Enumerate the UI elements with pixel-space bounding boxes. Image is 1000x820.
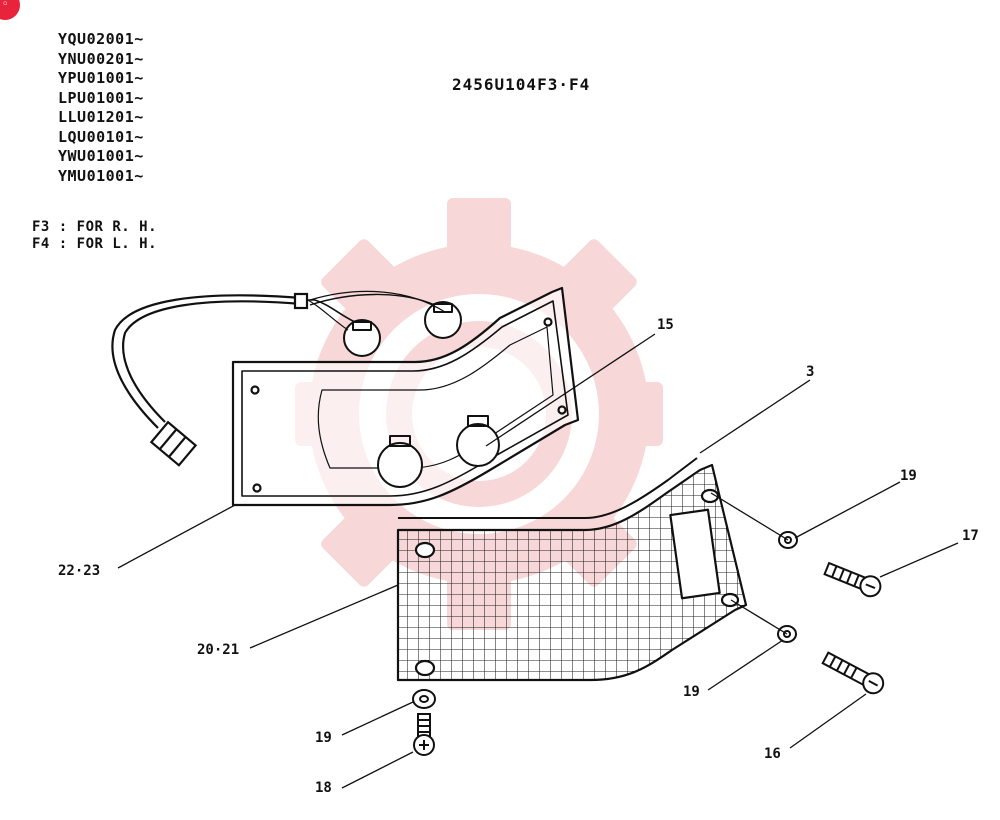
badge-glyph: ◦	[2, 0, 9, 10]
leader-lines	[117, 333, 959, 789]
callout-16: 16	[764, 746, 781, 762]
callout-15: 15	[657, 317, 674, 333]
variant-right-hand: F3 : FOR R. H.	[32, 219, 158, 235]
corner-badge: ◦	[0, 0, 20, 20]
callout-17: 17	[962, 528, 979, 544]
variant-legend: F3 : FOR R. H. F4 : FOR L. H.	[32, 219, 157, 253]
serial-number: YMU01001~	[58, 166, 144, 185]
variant-left-hand: F4 : FOR L. H.	[32, 236, 158, 252]
lamp-housing	[231, 286, 580, 507]
callout-18: 18	[315, 780, 332, 796]
callout-19-lower: 19	[315, 730, 332, 746]
callout-19-upper: 19	[900, 468, 917, 484]
screw-16	[821, 651, 885, 695]
callout-19-middle: 19	[683, 684, 700, 700]
screw-18	[413, 713, 435, 756]
diagram-code: 2456U104F3·F4	[452, 75, 591, 94]
serial-number: LPU01001~	[58, 88, 144, 107]
screw-17	[823, 561, 882, 598]
lamp-lens	[396, 457, 748, 682]
serial-number-list: YQU02001~ YNU00201~ YPU01001~ LPU01001~ …	[58, 30, 144, 186]
serial-number: LQU00101~	[58, 127, 144, 146]
callout-3: 3	[806, 364, 815, 380]
serial-number: YNU00201~	[58, 49, 144, 68]
serial-number: YQU02001~	[58, 30, 144, 48]
callout-22-23: 22·23	[58, 563, 101, 579]
wiring-harness	[111, 292, 309, 467]
serial-number: LLU01201~	[58, 108, 144, 126]
serial-number: YWU01001~	[58, 147, 144, 165]
callout-20-21: 20·21	[197, 642, 240, 658]
serial-number: YPU01001~	[58, 69, 144, 87]
